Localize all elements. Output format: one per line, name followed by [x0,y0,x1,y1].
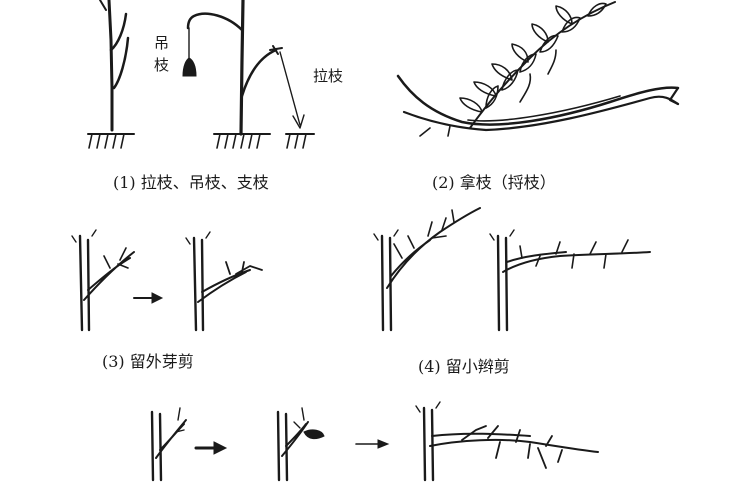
caption-panel1: (1) 拉枝、吊枝、支枝 [113,173,269,192]
leaf-cluster [459,2,607,113]
label-hang-branch-2: 枝 [154,56,170,74]
bottom-stage-2 [276,407,325,482]
panel3-arrow [133,292,164,304]
panel4-before [373,207,481,332]
panel1-plant-hanging [182,0,315,149]
label-pull-branch: 拉枝 [313,67,344,85]
panel3-after [185,231,263,332]
bottom-sequence-illustration [150,401,599,482]
panel3-before [71,229,135,332]
label-hang-branch-1: 吊 [154,34,170,52]
panel4-after [489,229,651,332]
panel2-illustration [396,1,680,137]
panel4-illustration [373,207,651,332]
panel1-illustration [87,0,315,149]
panel1-plant-propped [87,0,135,149]
caption-panel3: (3) 留外芽剪 [102,352,194,371]
panel3-illustration [71,229,263,332]
caption-panel4: (4) 留小辫剪 [418,357,510,376]
bottom-stage-1 [150,407,187,482]
caption-panel2: (2) 拿枝（捋枝） [432,173,556,192]
hanging-weight [182,57,197,77]
bottom-arrow-2 [355,439,390,449]
bottom-stage-3 [415,401,599,482]
bottom-arrow-1 [194,441,228,455]
